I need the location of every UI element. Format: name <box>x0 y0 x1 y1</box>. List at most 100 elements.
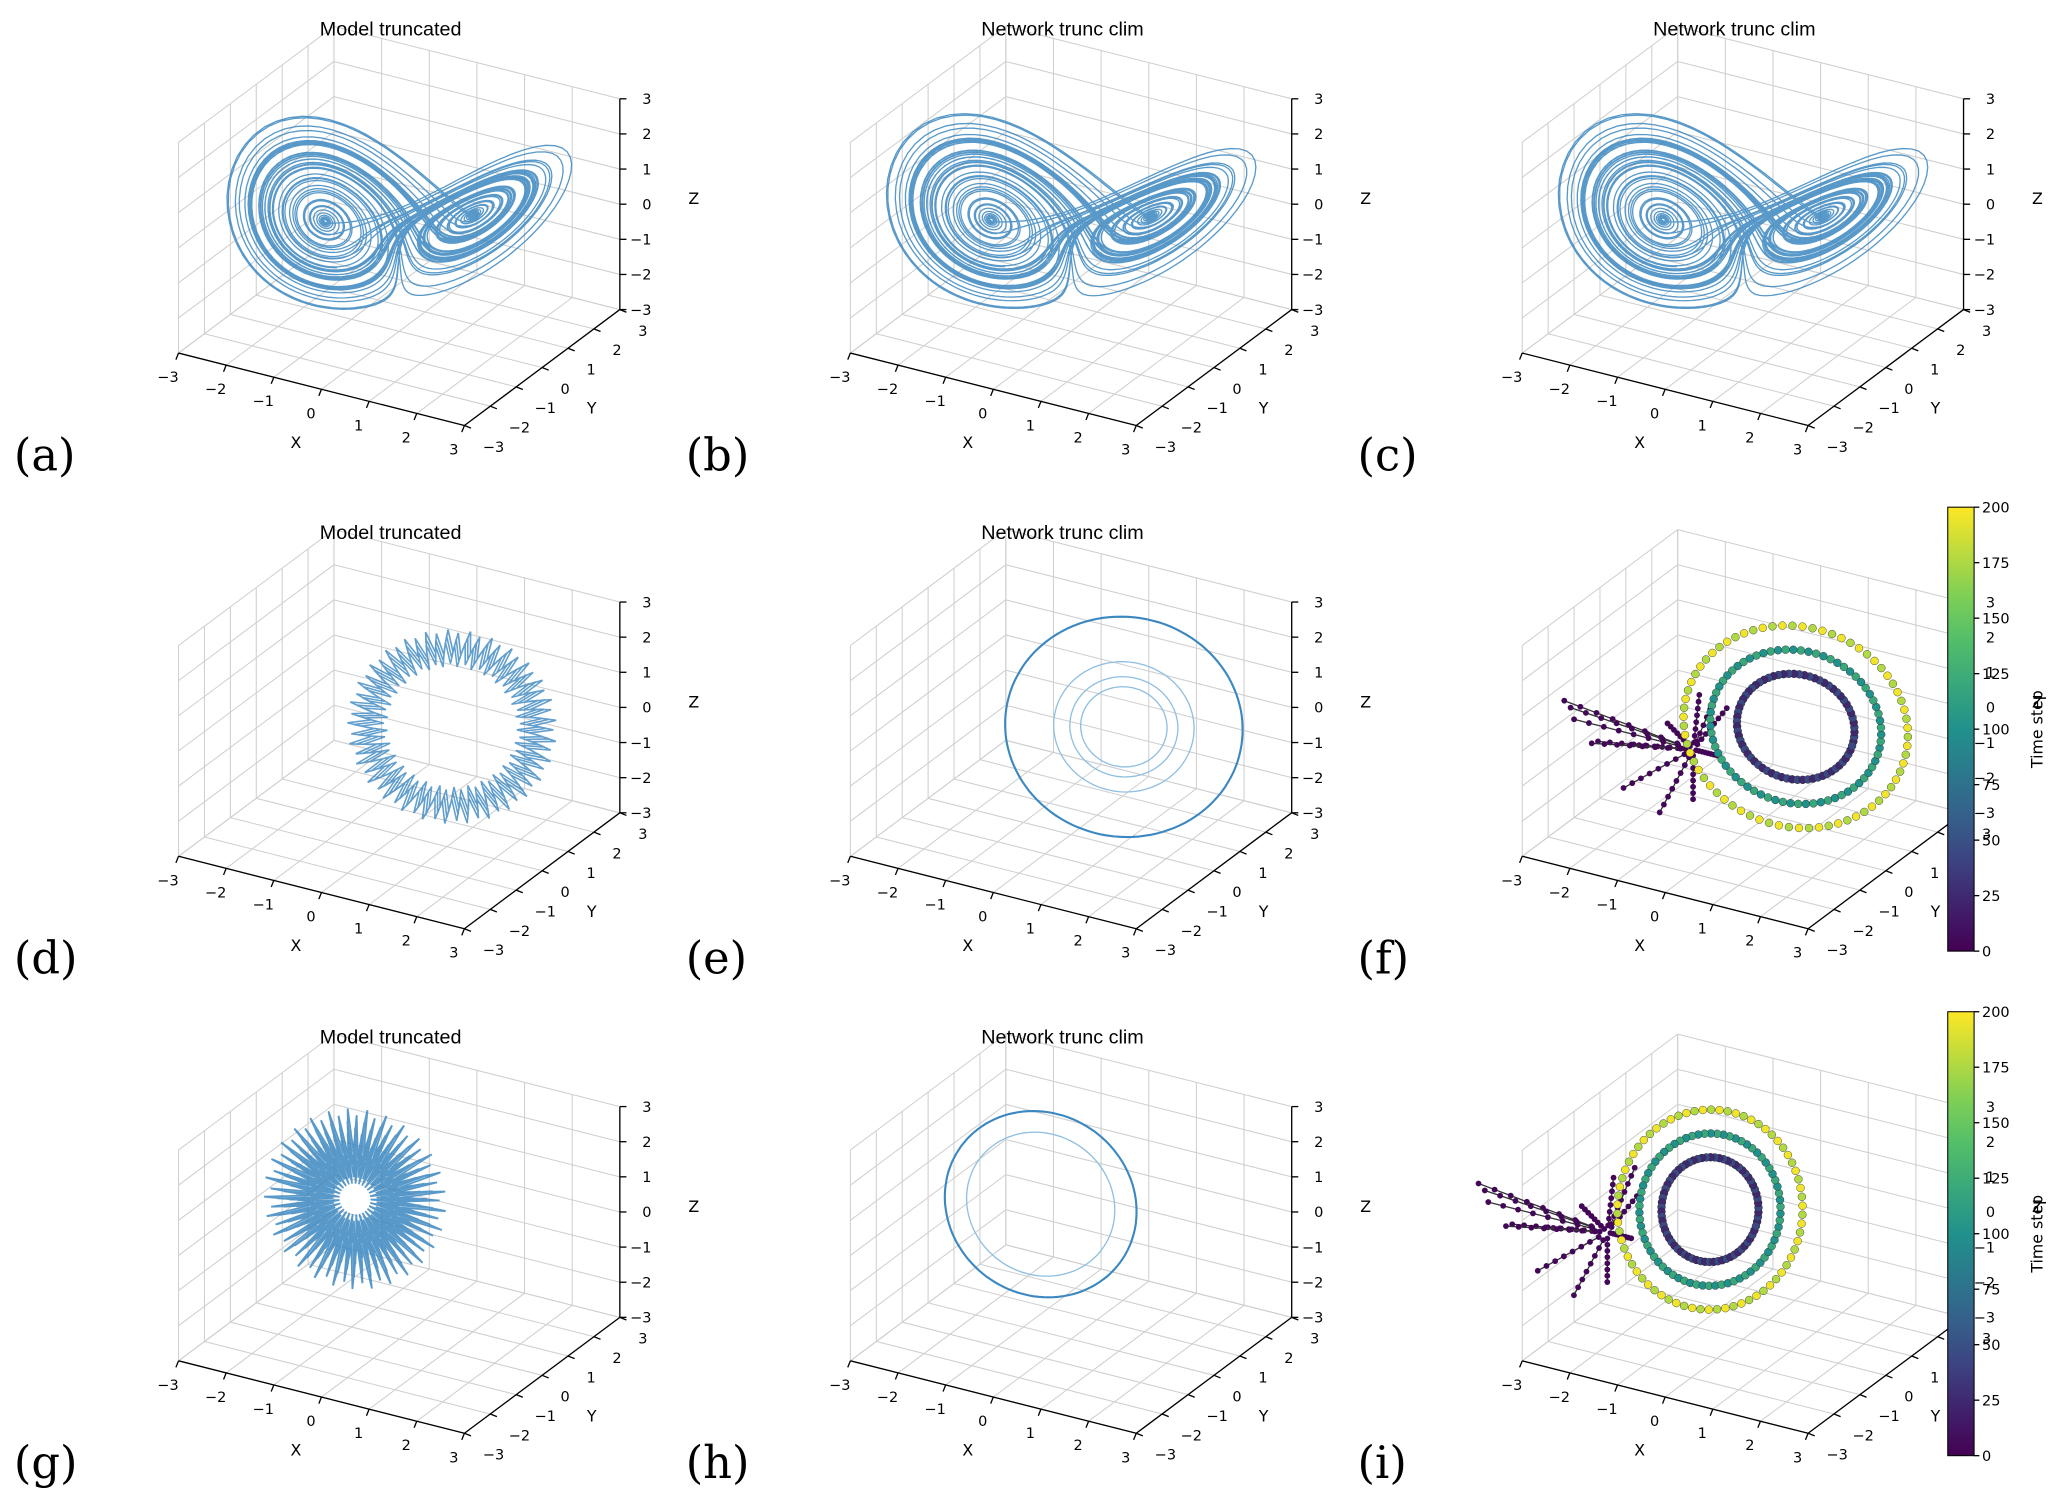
y-tick <box>1136 1432 1144 1437</box>
z-tick-label: −3 <box>630 1311 651 1327</box>
y-tick-label: 0 <box>1232 382 1241 398</box>
scatter-point <box>1752 1291 1761 1300</box>
gridline <box>1521 564 1678 682</box>
scatter-point <box>1790 1245 1799 1254</box>
scatter-point <box>1759 649 1768 658</box>
x-tick-label: 3 <box>1121 1450 1130 1466</box>
z-axis-label: Z <box>1360 189 1371 208</box>
scatter-point <box>1834 819 1843 828</box>
gridline <box>178 529 335 646</box>
x-tick <box>1133 1433 1137 1441</box>
scatter-point <box>1677 745 1684 752</box>
y-tick-label: −1 <box>1207 401 1228 417</box>
panel-e: −3−3−3−2−2−2−1−1−1000111222333XYZNetwork… <box>686 522 1371 985</box>
y-tick <box>1937 831 1945 836</box>
scatter-point <box>1773 1136 1782 1146</box>
scatter-point <box>1587 1238 1593 1245</box>
scatter-point <box>1682 739 1692 749</box>
scatter-point <box>1579 1227 1585 1234</box>
scatter-point <box>1814 823 1824 832</box>
gridline <box>333 529 620 603</box>
gridline <box>1005 739 1292 814</box>
z-tick-label: 3 <box>1314 1100 1323 1116</box>
scatter-point <box>1761 1124 1770 1134</box>
y-tick-label: −2 <box>1181 421 1202 437</box>
x-axis-label: X <box>962 1441 973 1460</box>
x-tick <box>175 1360 180 1368</box>
gridline <box>1005 529 1292 603</box>
y-tick-label: 3 <box>1310 827 1319 843</box>
trajectory-line <box>263 1108 446 1290</box>
scatter-point <box>1608 1195 1615 1202</box>
z-axis-label: Z <box>2032 1197 2043 1216</box>
x-tick <box>1085 413 1090 421</box>
z-tick-label: 1 <box>642 1170 651 1186</box>
trajectory-line <box>1052 661 1195 793</box>
z-tick-label: −1 <box>630 736 651 752</box>
scatter-point <box>1702 731 1709 737</box>
z-tick-label: 3 <box>642 92 651 108</box>
z-tick-label: −1 <box>1302 1240 1323 1256</box>
z-axis-label: Z <box>2032 692 2043 711</box>
scatter-point <box>1575 1284 1582 1291</box>
scatter-point <box>1690 783 1696 790</box>
scatter-point <box>1604 1272 1611 1279</box>
scatter-point <box>1723 637 1732 646</box>
x-tick-label: −2 <box>205 1390 226 1406</box>
y-tick-label: 2 <box>612 1351 621 1367</box>
x-tick-label: −1 <box>253 1402 274 1418</box>
colorbar <box>1947 1011 1975 1457</box>
z-axis-label: Z <box>688 692 699 711</box>
y-tick <box>1937 1336 1945 1340</box>
colorbar-tick-label: 150 <box>1982 611 2010 627</box>
scatter-point <box>1629 1198 1636 1205</box>
scatter-point <box>1544 1214 1551 1221</box>
scatter-point <box>1783 1150 1793 1160</box>
y-axis-label: Y <box>586 1406 597 1425</box>
x-tick-label: 0 <box>978 406 987 422</box>
y-tick <box>541 366 549 371</box>
y-tick <box>1963 308 1971 313</box>
scatter-point <box>1604 1235 1611 1242</box>
scatter-point <box>1674 1111 1683 1120</box>
x-tick <box>1037 904 1042 912</box>
x-tick-label: 3 <box>1793 442 1802 458</box>
scatter-point <box>1691 732 1698 739</box>
scatter-point <box>1900 705 1909 714</box>
z-tick-label: −1 <box>630 1240 651 1256</box>
scatter-point <box>1606 1215 1612 1222</box>
z-tick-label: 1 <box>1314 1170 1323 1186</box>
z-tick-label: −3 <box>630 303 651 319</box>
z-tick-label: 3 <box>642 1100 651 1116</box>
panel-label: (f) <box>1358 932 1410 985</box>
x-tick-label: 3 <box>1793 1450 1802 1466</box>
scatter-point <box>1672 1298 1681 1308</box>
scatter-point <box>1731 1109 1740 1118</box>
scatter-point <box>1736 806 1746 815</box>
scatter-point <box>1705 781 1715 790</box>
scatter-point <box>1763 793 1773 802</box>
scatter-point <box>1566 1227 1573 1233</box>
scatter-point <box>1707 728 1716 738</box>
scatter-point <box>1778 621 1787 630</box>
trajectory-line <box>1557 113 1929 310</box>
scatter-point <box>1728 801 1737 810</box>
scatter-point <box>1797 1192 1807 1201</box>
x-tick <box>270 376 275 385</box>
colorbar-tick-label: 200 <box>1982 1005 2010 1021</box>
x-tick-label: −2 <box>1549 1390 1570 1406</box>
x-tick <box>1518 1360 1523 1368</box>
scatter-point <box>1737 777 1746 787</box>
scatter-point <box>1681 751 1688 758</box>
gridline <box>178 25 335 143</box>
scatter-point <box>1638 775 1644 782</box>
x-tick <box>990 892 994 900</box>
trajectory-line <box>347 629 557 824</box>
gridline <box>178 1033 335 1151</box>
grid <box>1521 1033 1965 1434</box>
scatter-point <box>1837 633 1846 643</box>
panel-c: −3−3−3−2−2−2−1−1−1000111222333XYZNetwork… <box>1358 19 2043 482</box>
scatter-point <box>1629 780 1636 787</box>
x-tick <box>1133 425 1137 433</box>
scatter-point <box>1610 1174 1617 1181</box>
